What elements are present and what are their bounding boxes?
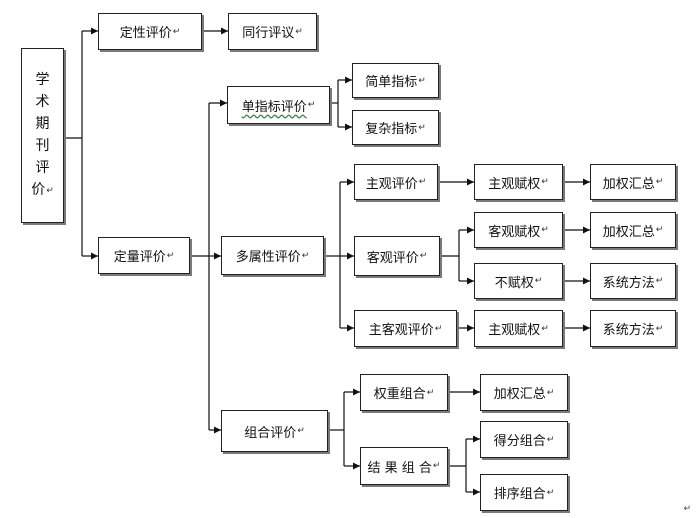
node-label: 主观评价 — [365, 176, 418, 192]
return-mark: ↵ — [301, 250, 310, 261]
node-label: 多属性评价 — [235, 250, 301, 265]
node-weight-combination: 权重组合↵ — [360, 374, 448, 411]
root-char: 期 — [35, 116, 50, 132]
node-label: 排序组合 — [493, 487, 546, 502]
root-char: 学 — [35, 72, 50, 88]
node-system-method-2: 系统方法↵ — [590, 310, 676, 347]
node-label: 定量评价 — [113, 250, 166, 265]
node-label: 不赋权 — [494, 275, 534, 291]
return-mark: ↵ — [295, 26, 303, 37]
return-mark: ↵ — [46, 186, 54, 196]
node-subjective-weight-1: 主观赋权↵ — [474, 164, 563, 200]
return-mark: ↵ — [166, 250, 175, 261]
node-subjective-weight-2: 主观赋权↵ — [474, 310, 563, 347]
return-mark: ↵ — [655, 225, 664, 235]
node-weighted-sum-2: 加权汇总↵ — [590, 212, 676, 248]
return-mark: ↵ — [546, 387, 555, 398]
return-mark: ↵ — [432, 461, 441, 471]
node-label: 系统方法 — [602, 275, 655, 291]
return-mark: ↵ — [655, 323, 664, 334]
node-label: 结 果 组 合 — [367, 460, 432, 476]
node-label: 同行评议 — [242, 26, 295, 41]
node-single-indicator: 单指标评价↵ — [227, 86, 330, 124]
node-label: 单指标评价 — [241, 99, 307, 115]
node-multi-attribute: 多属性评价↵ — [221, 236, 324, 275]
node-label: 主观赋权 — [488, 323, 541, 338]
node-peer-review: 同行评议↵ — [228, 13, 317, 50]
node-score-combination: 得分组合↵ — [480, 421, 568, 458]
node-label: 主观赋权 — [488, 176, 541, 192]
node-label: 得分组合 — [493, 434, 546, 449]
node-subj-obj-eval: 主客观评价↵ — [354, 310, 457, 347]
node-label: 组合评价 — [244, 425, 297, 441]
node-label: 加权汇总 — [602, 224, 655, 240]
root-char: 评 — [35, 160, 50, 176]
node-label: 客观评价 — [366, 250, 419, 266]
node-label: 复杂指标 — [365, 122, 418, 137]
node-no-weight: 不赋权↵ — [474, 263, 563, 299]
root-node: 学术期刊评价↵ — [21, 48, 64, 223]
node-quantitative: 定量评价↵ — [98, 237, 190, 274]
return-mark: ↵ — [419, 251, 428, 261]
node-combination-eval: 组合评价↵ — [221, 410, 328, 452]
root-char: 学术期刊评价↵ — [31, 69, 54, 202]
node-objective-weight: 客观赋权↵ — [474, 212, 563, 248]
node-label: 主客观评价 — [368, 323, 434, 338]
return-mark: ↵ — [541, 225, 549, 235]
return-mark: ↵ — [418, 177, 427, 187]
return-mark: ↵ — [683, 504, 691, 514]
node-weighted-sum-1: 加权汇总↵ — [590, 164, 676, 200]
node-label: 加权汇总 — [493, 387, 546, 402]
return-mark: ↵ — [655, 276, 664, 286]
return-mark: ↵ — [418, 75, 426, 86]
node-subjective-eval: 主观评价↵ — [354, 164, 438, 200]
node-objective-eval: 客观评价↵ — [354, 236, 440, 276]
return-mark: ↵ — [534, 276, 543, 286]
node-label: 简单指标 — [365, 75, 418, 90]
node-label: 加权汇总 — [602, 176, 655, 192]
node-result-combination: 结 果 组 合↵ — [360, 447, 448, 485]
root-char: 价↵ — [31, 182, 54, 198]
return-mark: ↵ — [426, 387, 435, 398]
node-weighted-sum-3: 加权汇总↵ — [480, 374, 568, 411]
return-mark: ↵ — [546, 434, 555, 445]
node-rank-combination: 排序组合↵ — [480, 474, 568, 511]
return-mark: ↵ — [546, 487, 555, 498]
return-mark: ↵ — [297, 426, 305, 436]
return-mark: ↵ — [655, 177, 664, 187]
return-mark: ↵ — [541, 177, 549, 187]
node-label: 定性评价 — [119, 26, 172, 41]
node-qualitative: 定性评价↵ — [98, 13, 202, 50]
return-mark: ↵ — [172, 26, 181, 37]
root-char: 术 — [35, 94, 50, 110]
return-mark: ↵ — [434, 323, 443, 334]
return-mark: ↵ — [541, 323, 549, 334]
node-simple-indicator: 简单指标↵ — [352, 63, 439, 98]
return-mark: ↵ — [307, 100, 316, 110]
node-label: 权重组合 — [373, 387, 426, 402]
return-mark: ↵ — [418, 122, 426, 133]
root-char: 刊 — [35, 138, 50, 154]
node-label: 系统方法 — [602, 323, 655, 338]
node-system-method-1: 系统方法↵ — [590, 263, 676, 299]
node-complex-indicator: 复杂指标↵ — [352, 110, 439, 145]
node-label: 客观赋权 — [488, 224, 541, 240]
